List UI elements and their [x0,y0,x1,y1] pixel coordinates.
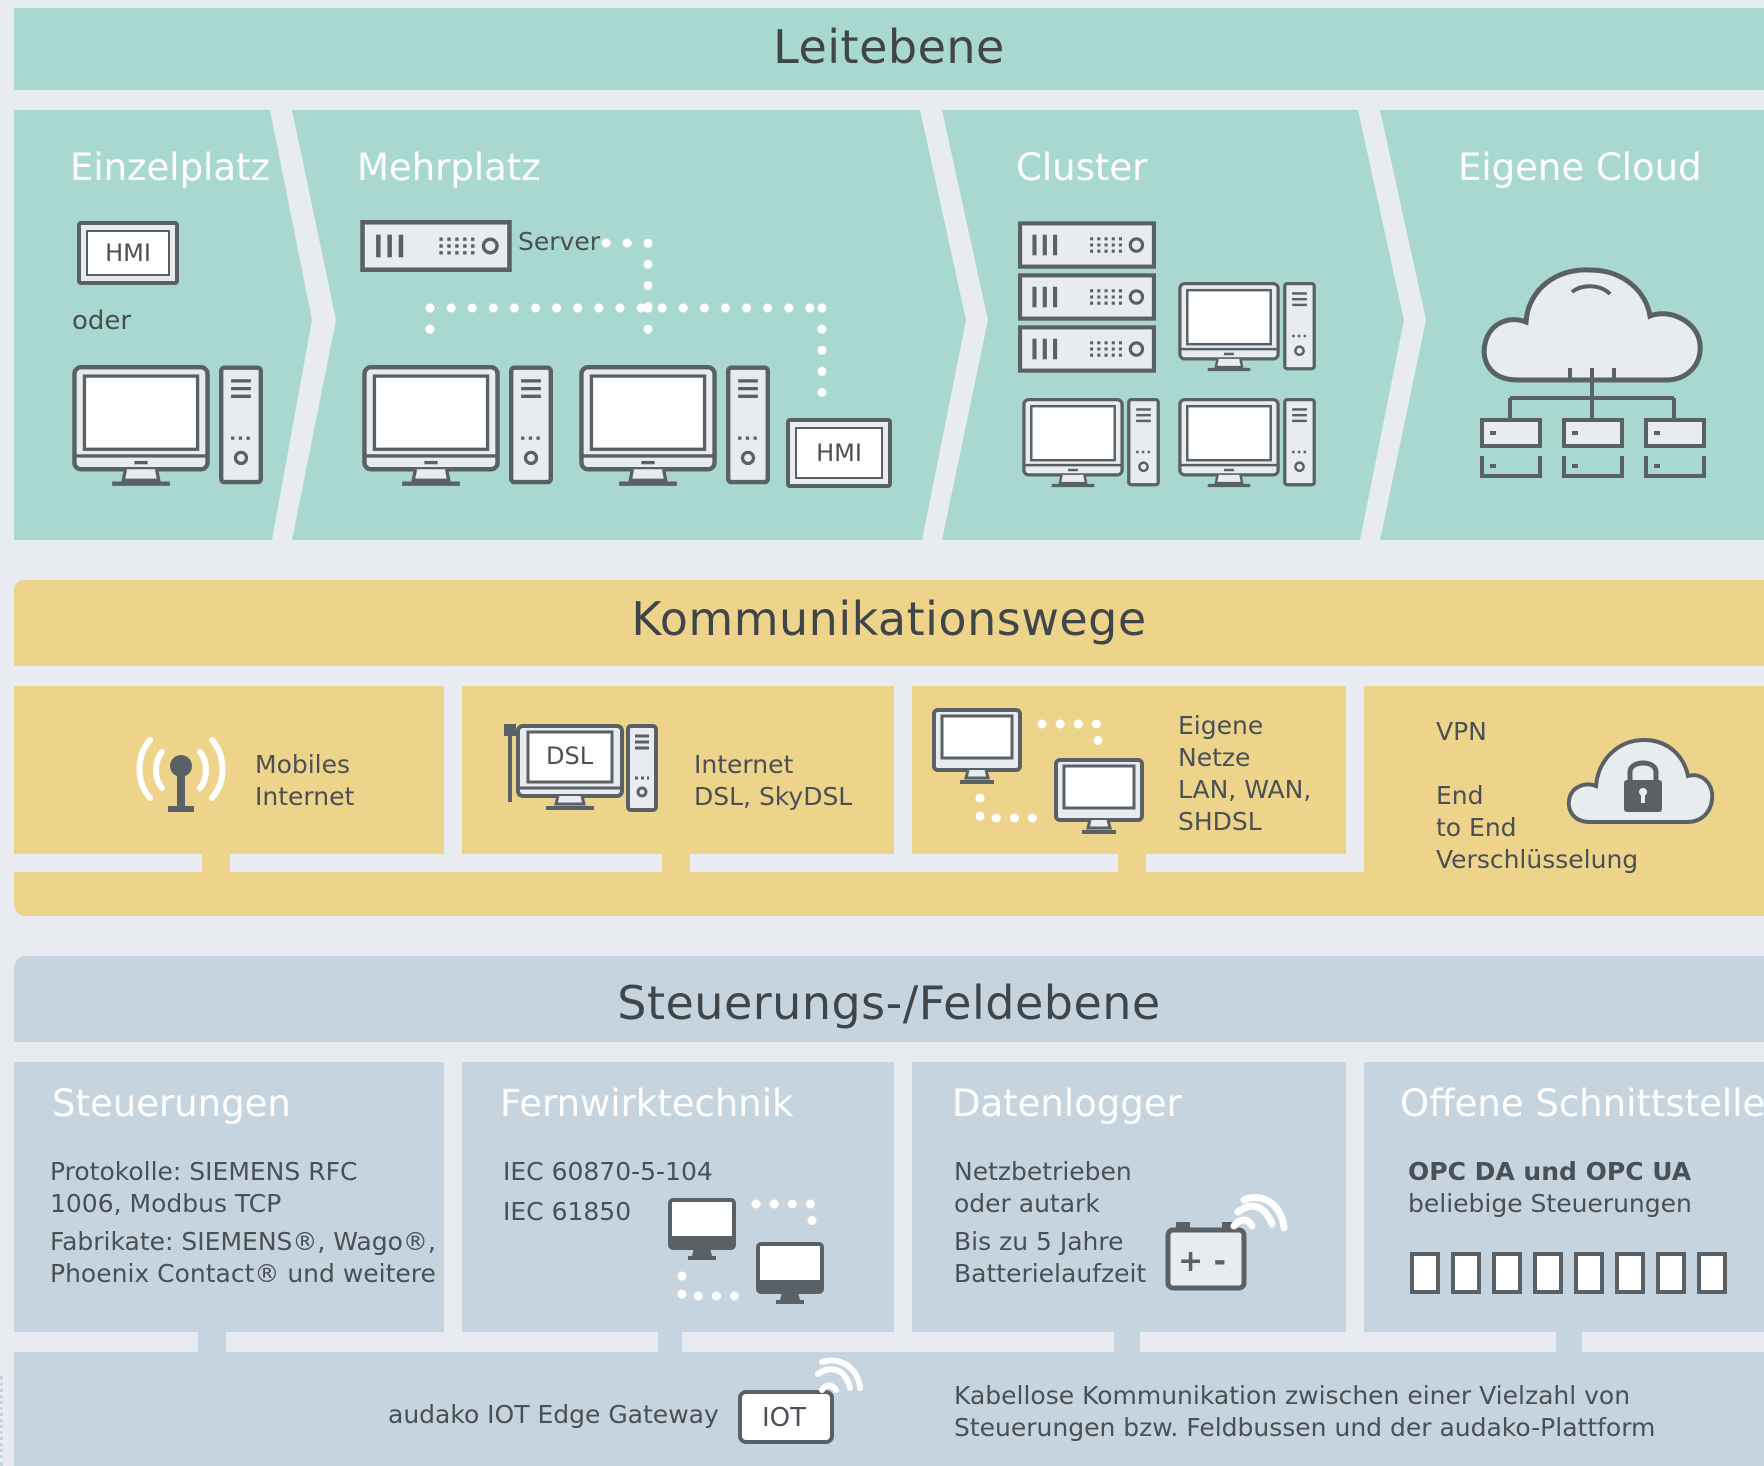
hmi-panel: HMI [77,221,179,285]
oder-label: oder [72,306,132,336]
server-icon [1018,272,1156,322]
komm-box-mobile [14,686,444,854]
hmi-panel: HMI [786,418,892,488]
lan-line: SHDSL [1178,807,1262,836]
hmi-label: HMI [105,239,151,267]
battery-icon [1165,1194,1288,1291]
gateway-label: audako IOT Edge Gateway [388,1400,719,1429]
antenna-icon [136,737,226,812]
komm-connector [202,852,230,874]
fernwirk-line: IEC 61850 [503,1197,632,1226]
server-icon [1018,324,1156,374]
komm-connector [1118,852,1146,874]
datenlogger-text: Netzbetrieben oder autark Bis zu 5 Jahre… [954,1156,1146,1290]
tower-icon [1283,398,1316,488]
komm-connector [662,852,690,874]
lan-line: Netze [1178,743,1251,772]
feld-connector [658,1330,682,1354]
mobile-line: Mobiles [255,750,351,779]
schnittstelle-bold: OPC DA und OPC UA [1408,1157,1692,1186]
monitor-icon [1178,282,1280,372]
gateway-bus [14,1352,1764,1466]
steuerungen-line: Fabrikate: SIEMENS®, Wago®, [50,1227,436,1256]
bus-edge [0,1376,7,1466]
gateway-desc-line: Kabellose Kommunikation zwischen einer V… [954,1381,1631,1410]
lan-line: Eigene [1178,711,1264,740]
vpn-line: Verschlüsselung [1436,845,1639,874]
dsl-line: DSL, SkyDSL [694,782,853,811]
schnittstelle-line: beliebige Steuerungen [1408,1189,1692,1218]
cloud-title: Eigene Cloud [1458,146,1702,189]
feldebene-title: Steuerungs-/Feldebene [617,976,1161,1030]
feld-box-datenlogger [912,1062,1346,1332]
server-label: Server [518,227,600,256]
datenlogger-line: Bis zu 5 Jahre [954,1227,1124,1256]
gateway-description: Kabellose Kommunikation zwischen einer V… [954,1380,1655,1444]
cloud-network-icon [1480,267,1706,478]
monitor-icon [1178,398,1280,488]
feld-box-steuerungen [14,1062,444,1332]
schnittstelle-title: Offene Schnittstelle [1400,1082,1764,1125]
gateway-desc-line: Steuerungen bzw. Feldbussen und der auda… [954,1413,1656,1442]
schnittstelle-text: OPC DA und OPC UA beliebige Steuerungen [1408,1156,1692,1220]
tower-icon [1127,398,1160,488]
dsl-device-label: DSL [546,742,594,770]
datenlogger-title: Datenlogger [952,1082,1182,1125]
monitor-icon [362,365,500,487]
hmi-screen: HMI [795,427,883,479]
network-dots [425,238,827,405]
feld-connector [198,1330,226,1354]
datenlogger-line: oder autark [954,1189,1100,1218]
tower-icon [726,365,770,487]
datenlogger-line: Netzbetrieben [954,1157,1132,1186]
monitor-icon [579,365,717,487]
steuerungen-line: Protokolle: SIEMENS RFC [50,1157,358,1186]
lan-text: Eigene Netze LAN, WAN, SHDSL [1178,710,1311,838]
hmi-label: HMI [816,439,862,467]
leitebene-title: Leitebene [773,20,1005,74]
datenlogger-line: Batterielaufzeit [954,1259,1147,1288]
network-computers-icon [668,1198,824,1304]
steuerungen-text: Protokolle: SIEMENS RFC 1006, Modbus TCP… [50,1156,436,1290]
steuerungen-title: Steuerungen [52,1082,291,1125]
tower-icon [509,365,553,487]
tower-icon [1283,282,1316,372]
server-icon [1018,220,1156,270]
feld-connector [1114,1330,1140,1354]
mobile-text: Mobiles Internet [255,749,354,813]
fernwirk-line: IEC 60870-5-104 [503,1157,713,1186]
monitor-icon [1022,398,1124,488]
feld-connector [1556,1330,1582,1354]
vpn-line: to End [1436,813,1517,842]
vpn-text: VPN End to End Verschlüsselung [1436,716,1638,876]
dsl-computer-icon [504,724,658,812]
iot-device-icon [738,1357,863,1444]
steuerungen-line: 1006, Modbus TCP [50,1189,282,1218]
lan-line: LAN, WAN, [1178,775,1312,804]
fernwirk-text: IEC 60870-5-104 IEC 61850 [503,1156,713,1228]
vpn-line: End [1436,781,1484,810]
feldebene-header [14,956,1764,1042]
network-computers-icon [932,708,1144,834]
leitebene-header [14,8,1764,90]
cluster-title: Cluster [1016,146,1148,189]
kommunikation-header [14,580,1764,666]
lock-cloud-icon [1566,737,1715,824]
komm-bus [14,872,1764,916]
kommunikation-title: Kommunikationswege [631,592,1147,646]
dsl-text: Internet DSL, SkyDSL [694,749,852,813]
dsl-line: Internet [694,750,794,779]
mehrplatz-title: Mehrplatz [357,146,541,189]
hmi-screen: HMI [86,230,170,276]
fernwirk-title: Fernwirktechnik [500,1082,794,1125]
battery-label: + - [1178,1244,1227,1279]
mobile-line: Internet [255,782,355,811]
vpn-line: VPN [1436,717,1487,746]
einzelplatz-title: Einzelplatz [70,146,270,189]
steuerungen-line: Phoenix Contact® und weitere [50,1259,436,1288]
terminal-blocks-icon [1410,1252,1727,1294]
iot-device-label: IOT [762,1403,807,1433]
